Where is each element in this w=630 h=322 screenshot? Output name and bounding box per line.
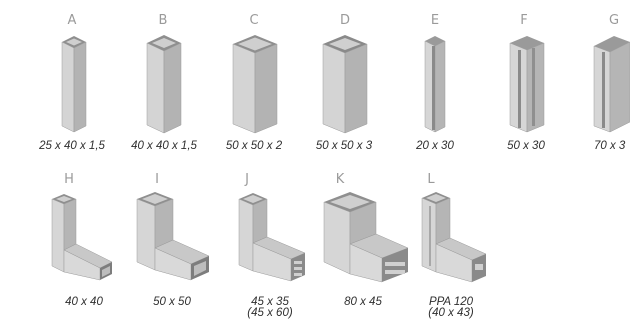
profile-letter-f: F: [520, 13, 528, 28]
profile-letter-i: I: [155, 172, 159, 187]
corner-tube-icon: [51, 194, 113, 281]
profile-size-i: 50 x 50: [153, 296, 191, 308]
corner-profile-icon: [238, 193, 306, 282]
profile-size-k: 80 x 45: [344, 296, 382, 308]
profile-letter-b: B: [158, 13, 168, 28]
profile-size-c: 50 x 50 x 2: [225, 140, 283, 152]
profile-size-j: 45 x 35 (45 x 60): [222, 296, 318, 319]
profile-size-b: 40 x 40 x 1,5: [131, 140, 197, 152]
profile-size-l: PPA 120 (40 x 43): [403, 296, 499, 319]
profile-letter-k: K: [335, 172, 345, 187]
profile-letter-h: H: [64, 172, 74, 187]
profile-size-f: 50 x 30: [507, 140, 545, 152]
profile-size-a: 25 x 40 x 1,5: [39, 140, 105, 152]
profile-letter-a: A: [67, 13, 77, 28]
profile-size-h: 40 x 40: [65, 296, 103, 308]
corner-profile-ppa-icon: [421, 192, 487, 283]
profile-size-j-line2: (45 x 60): [247, 307, 293, 319]
profile-letter-e: E: [430, 13, 440, 28]
profile-size-l-line1: PPA 120: [428, 296, 474, 308]
profile-letter-d: D: [339, 13, 350, 28]
profile-letter-l: L: [427, 172, 435, 187]
profile-letter-j: J: [245, 172, 249, 187]
profile-size-j-line1: 45 x 35: [251, 296, 289, 308]
square-tube-icon: [146, 35, 182, 134]
profile-size-e: 20 x 30: [416, 140, 454, 152]
channel-profile-wide-icon: [593, 36, 630, 133]
profile-letter-c: C: [249, 13, 259, 28]
square-tube-slim-icon: [61, 36, 87, 133]
corner-profile-wide-icon: [323, 192, 409, 283]
channel-profile-slim-icon: [424, 36, 446, 133]
corner-tube-wide-icon: [136, 192, 210, 281]
square-tube-wide-icon: [322, 35, 368, 134]
square-tube-wide-icon: [232, 35, 278, 134]
profile-size-d: 50 x 50 x 3: [315, 140, 373, 152]
channel-profile-icon: [509, 36, 545, 133]
profile-letter-g: G: [608, 13, 620, 28]
profile-size-l-line2: (40 x 43): [428, 307, 474, 319]
profile-size-g: 70 x 3: [594, 140, 626, 152]
